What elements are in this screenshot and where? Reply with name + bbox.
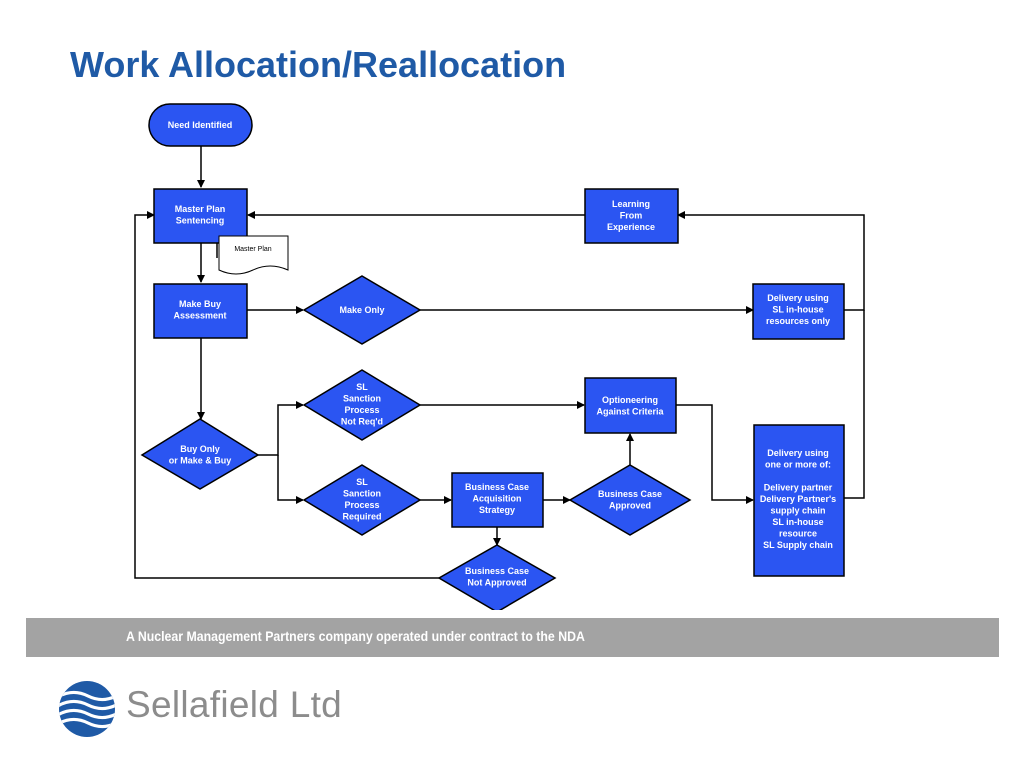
- approved-label-line: Approved: [609, 501, 651, 511]
- master-plan-label-line: Master Plan: [175, 204, 226, 214]
- optioneering-label-line: Against Criteria: [596, 407, 664, 417]
- acquisition-label-line: Business Case: [465, 482, 529, 492]
- acquisition-strategy-node: [451, 472, 544, 528]
- learning-label-line: From: [620, 211, 643, 221]
- sanction-not-reqd-decision: [302, 369, 422, 441]
- delivery-inhouse-label-line: SL in-house: [772, 305, 823, 315]
- business-case-not-approved-decision: [437, 544, 557, 610]
- make-only-label: Make Only: [339, 305, 384, 315]
- connectors: [134, 146, 865, 579]
- sanction-required-label-line: Process: [344, 500, 379, 510]
- slide-title: Work Allocation/Reallocation: [70, 44, 567, 85]
- delivery-one-or-more-node: [753, 424, 845, 577]
- master-plan-doc-label: Master Plan: [234, 246, 271, 253]
- sanction-not-reqd-label-line: Process: [344, 405, 379, 415]
- learning-node: [584, 188, 679, 244]
- sanction-not-reqd-label-line: Sanction: [343, 394, 381, 404]
- delivery-one-or-more-label-line: resource: [779, 529, 817, 539]
- delivery-one-or-more-label-line: supply chain: [770, 506, 825, 516]
- sanction-not-reqd-label-line: Not Req'd: [341, 417, 383, 427]
- master-plan-node: [153, 188, 248, 244]
- buy-only-label-line: or Make & Buy: [169, 456, 232, 466]
- make-only-label-line: Make Only: [339, 305, 384, 315]
- learning-label-line: Experience: [607, 222, 655, 232]
- buy-only-decision: [140, 418, 260, 490]
- sanction-required-label-line: Required: [342, 512, 381, 522]
- delivery-one-or-more-label-line: one or more of:: [765, 460, 831, 470]
- acquisition-label-line: Strategy: [479, 505, 515, 515]
- footer-band: A Nuclear Management Partners company op…: [26, 618, 999, 657]
- master-plan-document: [218, 235, 289, 275]
- logo-wordmark: Sellafield Ltd: [126, 684, 343, 725]
- sellafield-logo-icon: [59, 681, 115, 737]
- connector-optioneering-to-delivery: [676, 404, 754, 504]
- buy-only-label-line: Buy Only: [180, 444, 220, 454]
- footer-text: A Nuclear Management Partners company op…: [126, 628, 585, 644]
- optioneering-label-line: Optioneering: [602, 395, 658, 405]
- connector-notapproved-to-master: [134, 211, 439, 579]
- delivery-inhouse-node: [752, 283, 845, 340]
- optioneering-node: [584, 377, 677, 434]
- delivery-inhouse-label-line: Delivery using: [767, 293, 829, 303]
- not-approved-label-line: Not Approved: [467, 578, 526, 588]
- business-case-approved-decision: [568, 464, 692, 536]
- make-buy-label-line: Make Buy: [179, 299, 221, 309]
- sanction-not-reqd-label-line: SL: [356, 382, 368, 392]
- acquisition-label-line: Acquisition: [473, 494, 522, 504]
- delivery-one-or-more-label-line: SL Supply chain: [763, 540, 833, 550]
- buy-only-label: Buy Only or Make & Buy: [169, 444, 232, 466]
- delivery-inhouse-label-line: resources only: [766, 316, 830, 326]
- delivery-one-or-more-label-line: Delivery partner: [764, 483, 833, 493]
- approved-label-line: Business Case: [598, 489, 662, 499]
- delivery-one-or-more-label-line: Delivery using: [767, 448, 829, 458]
- delivery-one-or-more-label-line: Delivery Partner's: [760, 494, 836, 504]
- connector-delivery2-to-learning: [844, 310, 865, 499]
- learning-label-line: Learning: [612, 199, 650, 209]
- not-approved-label-line: Business Case: [465, 566, 529, 576]
- connector-buyonly-to-notreqd: [258, 401, 304, 456]
- delivery-one-or-more-label: Delivery using one or more of: Delivery pa…: [760, 448, 836, 550]
- connector-delivery-to-learning: [677, 211, 865, 311]
- delivery-one-or-more-label-line: SL in-house: [772, 517, 823, 527]
- sanction-required-decision: [302, 464, 422, 536]
- connector-buyonly-to-required: [277, 455, 304, 504]
- make-only-decision: [302, 275, 422, 345]
- sanction-required-label-line: Sanction: [343, 489, 381, 499]
- need-identified-label: Need Identified: [168, 120, 233, 130]
- need-identified-node: [148, 103, 253, 147]
- master-plan-label-line: Sentencing: [176, 216, 225, 226]
- make-buy-label-line: Assessment: [173, 311, 226, 321]
- make-buy-assessment-node: [153, 283, 248, 339]
- sanction-required-label-line: SL: [356, 477, 368, 487]
